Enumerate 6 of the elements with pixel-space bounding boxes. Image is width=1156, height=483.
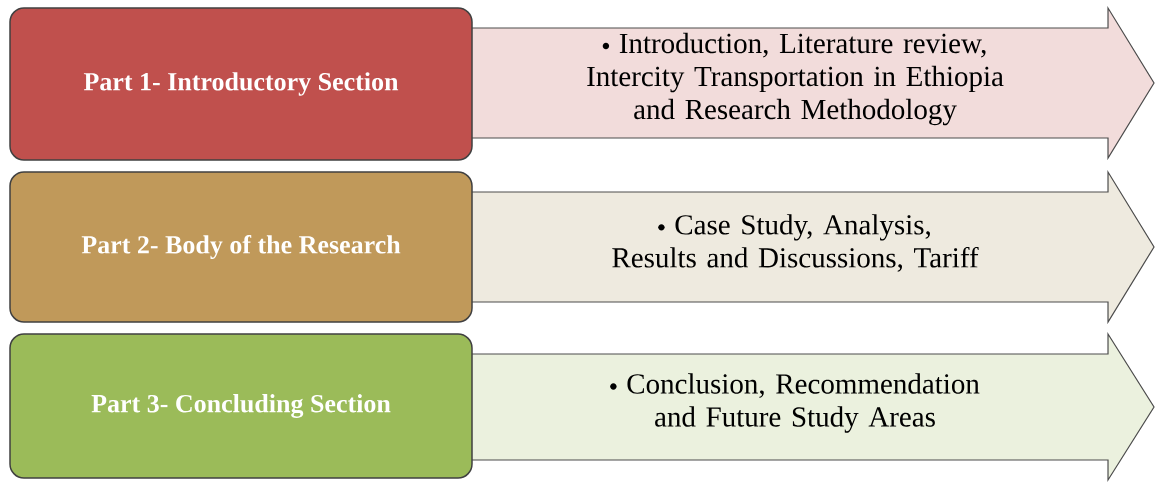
arrow-band: Introduction, Literature review, Intercity Transportation in Ethiopia and Research Methodology (454, 5, 1155, 161)
section-box: Part 3- Concluding Section (9, 333, 473, 479)
section-box: Part 2- Body of the Research (9, 171, 473, 323)
section-box: Part 1- Introductory Section (9, 7, 473, 161)
arrow-band: Conclusion, Recommendation and Future Study Areas (454, 331, 1155, 483)
arrow-band: Case Study, Analysis, Results and Discussions, Tariff (454, 169, 1155, 325)
